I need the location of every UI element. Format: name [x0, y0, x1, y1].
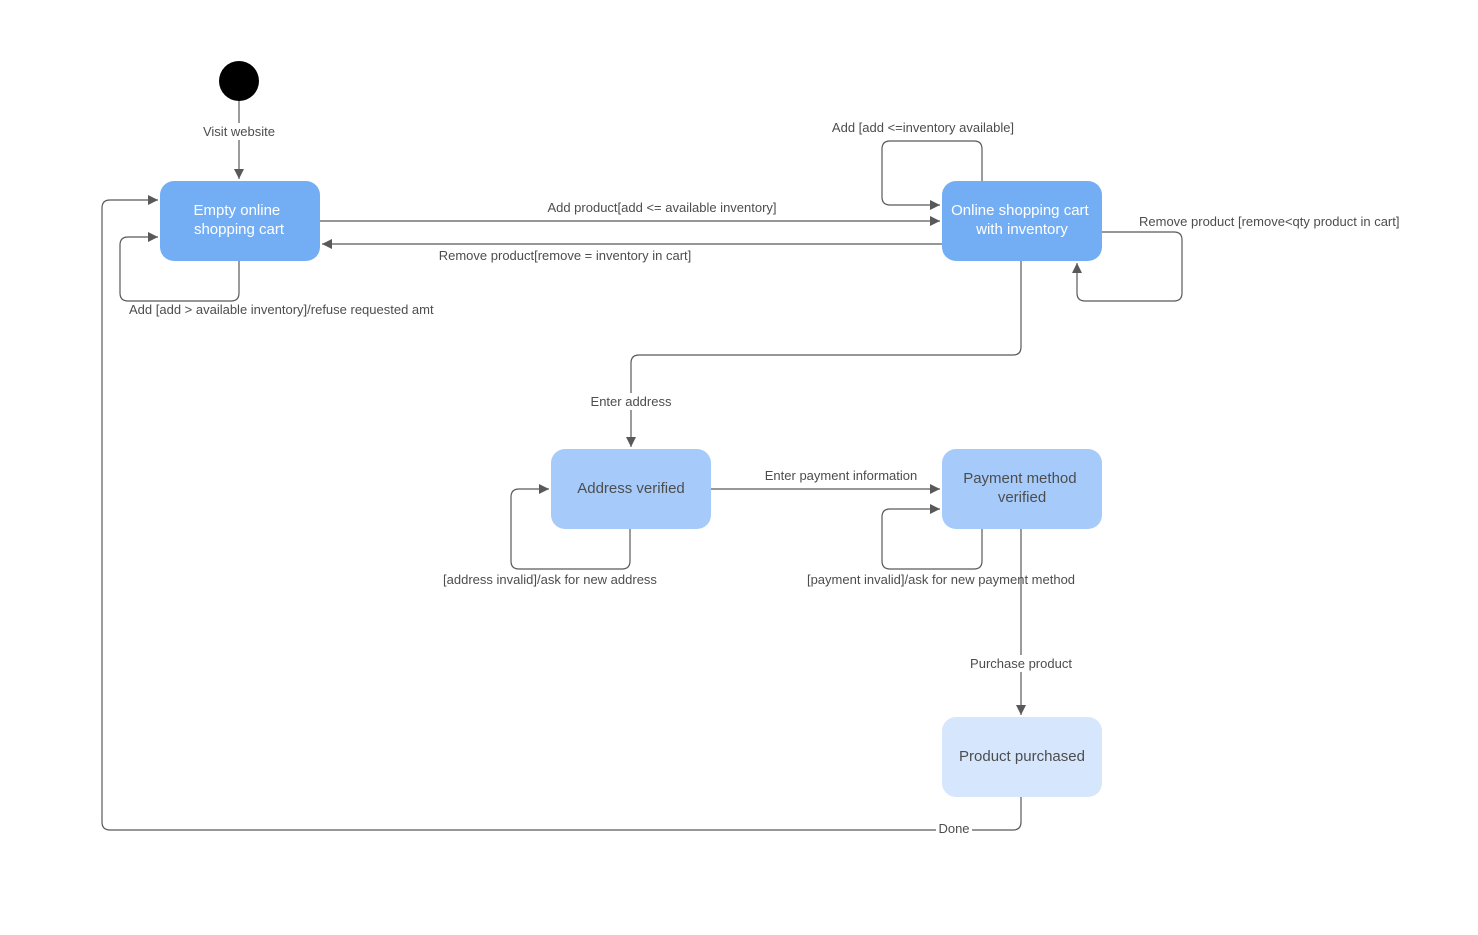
edge-payment-invalid[interactable] [881, 504, 983, 570]
transition-labels: Visit website Add product[add <= availab… [129, 120, 1399, 838]
state-label-line: Payment method [963, 470, 1076, 487]
state-box [160, 181, 320, 261]
label-bg [936, 821, 972, 838]
label-enter-payment: Enter payment information [765, 468, 917, 483]
state-cart-with-inventory[interactable]: Online shopping cart with inventory [942, 181, 1102, 261]
label-refuse: Add [add > available inventory]/refuse r… [129, 302, 434, 317]
label-add-more: Add [add <=inventory available] [832, 120, 1014, 135]
state-label-line: Product purchased [959, 748, 1085, 765]
state-label: Address verified [577, 480, 685, 497]
label-remove-all: Remove product[remove = inventory in car… [439, 248, 692, 263]
state-label-line: shopping cart [194, 221, 285, 238]
label-payment-invalid: [payment invalid]/ask for new payment me… [807, 572, 1075, 587]
initial-state[interactable] [219, 61, 259, 101]
transitions [101, 101, 1183, 831]
label-visit: Visit website [203, 124, 275, 139]
label-enter-address: Enter address [591, 394, 672, 409]
state-label: Product purchased [959, 748, 1085, 765]
label-done: Done [938, 821, 969, 836]
state-empty-cart[interactable]: Empty online shopping cart [160, 181, 320, 261]
edge-enter-address[interactable] [626, 261, 1022, 447]
label-bg [586, 393, 676, 410]
state-address-verified[interactable]: Address verified [551, 449, 711, 529]
state-box [942, 717, 1102, 797]
state-label-line: with inventory [975, 221, 1068, 238]
state-product-purchased[interactable]: Product purchased [942, 717, 1102, 797]
state-label-line: verified [998, 489, 1046, 506]
state-label-line: Empty online [194, 202, 281, 219]
label-bg [966, 655, 1076, 672]
label-purchase: Purchase product [970, 656, 1072, 671]
state-label: Empty online shopping cart [194, 202, 285, 238]
label-address-invalid: [address invalid]/ask for new address [443, 572, 657, 587]
edge-add-more[interactable] [881, 140, 983, 210]
state-label: Online shopping cart with inventory [951, 202, 1093, 238]
state-label-line: Address verified [577, 480, 685, 497]
state-box [942, 181, 1102, 261]
label-remove-some: Remove product [remove<qty product in ca… [1139, 214, 1399, 229]
edge-refuse[interactable] [119, 232, 240, 302]
edge-address-invalid[interactable] [510, 484, 631, 570]
state-label-line: Online shopping cart [951, 202, 1089, 219]
edge-remove-some[interactable] [1072, 231, 1183, 302]
label-add-product: Add product[add <= available inventory] [547, 200, 776, 215]
edge-done[interactable] [101, 195, 1022, 831]
state-payment-verified[interactable]: Payment method verified [942, 449, 1102, 529]
label-bg [200, 123, 280, 140]
state-box [551, 449, 711, 529]
state-box [942, 449, 1102, 529]
state-label: Payment method verified [963, 470, 1081, 506]
